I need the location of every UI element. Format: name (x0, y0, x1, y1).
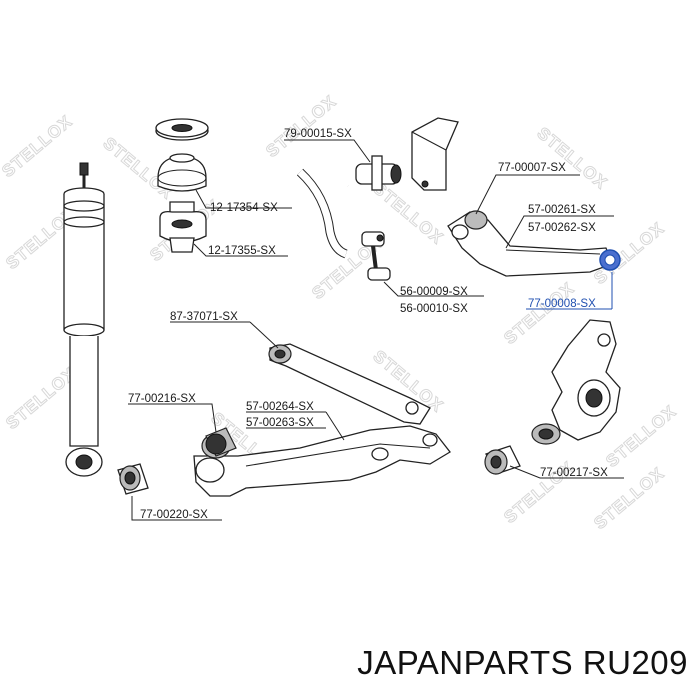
strut-mount-lower (159, 201, 207, 253)
watermark: STELLOX (2, 364, 80, 433)
label-77-00216: 77-00216-SX (128, 393, 196, 405)
label-57-00264: 57-00264-SX (246, 401, 314, 413)
bushing-highlighted (599, 249, 621, 271)
label-12-17354: 12-17354-SX (210, 202, 278, 214)
label-77-00217: 77-00217-SX (540, 467, 608, 479)
label-57-00263: 57-00263-SX (246, 417, 314, 429)
label-79-00015: 79-00015-SX (284, 128, 352, 140)
watermark: STELLOX (0, 112, 76, 181)
label-57-00262: 57-00262-SX (528, 222, 596, 234)
label-12-17355: 12-17355-SX (208, 245, 276, 257)
leader-lines (128, 139, 624, 521)
shock-absorber (63, 162, 105, 477)
mounting-bracket (411, 117, 459, 191)
top-mount-washer (155, 118, 209, 141)
label-56-00010: 56-00010-SX (400, 303, 468, 315)
label-77-00220: 77-00220-SX (140, 509, 208, 521)
label-77-00007: 77-00007-SX (498, 162, 566, 174)
stabilizer-bushing (355, 155, 402, 191)
label-56-00009: 56-00009-SX (400, 286, 468, 298)
stabilizer-link (361, 231, 391, 281)
watermark: STELLOX (533, 124, 611, 193)
bushing-lower-arm (205, 427, 237, 457)
bushing-small-left (117, 463, 149, 495)
label-77-00008: 77-00008-SX (528, 298, 596, 310)
stabilizer-bar (283, 164, 350, 259)
watermark: STELLOX (262, 92, 340, 161)
steering-knuckle (531, 319, 621, 445)
label-87-37071: 87-37071-SX (170, 311, 238, 323)
label-57-00261: 57-00261-SX (528, 204, 596, 216)
strut-mount-upper (157, 153, 207, 192)
part-labels: 79-00015-SX 77-00007-SX 57-00261-SX 57-0… (128, 128, 608, 521)
upper-control-arm (447, 210, 613, 277)
watermark: STELLOX (500, 279, 578, 348)
bushing-small-right (484, 445, 521, 475)
catalog-title: JAPANPARTS RU209 (357, 644, 688, 681)
trailing-arm (268, 343, 431, 425)
